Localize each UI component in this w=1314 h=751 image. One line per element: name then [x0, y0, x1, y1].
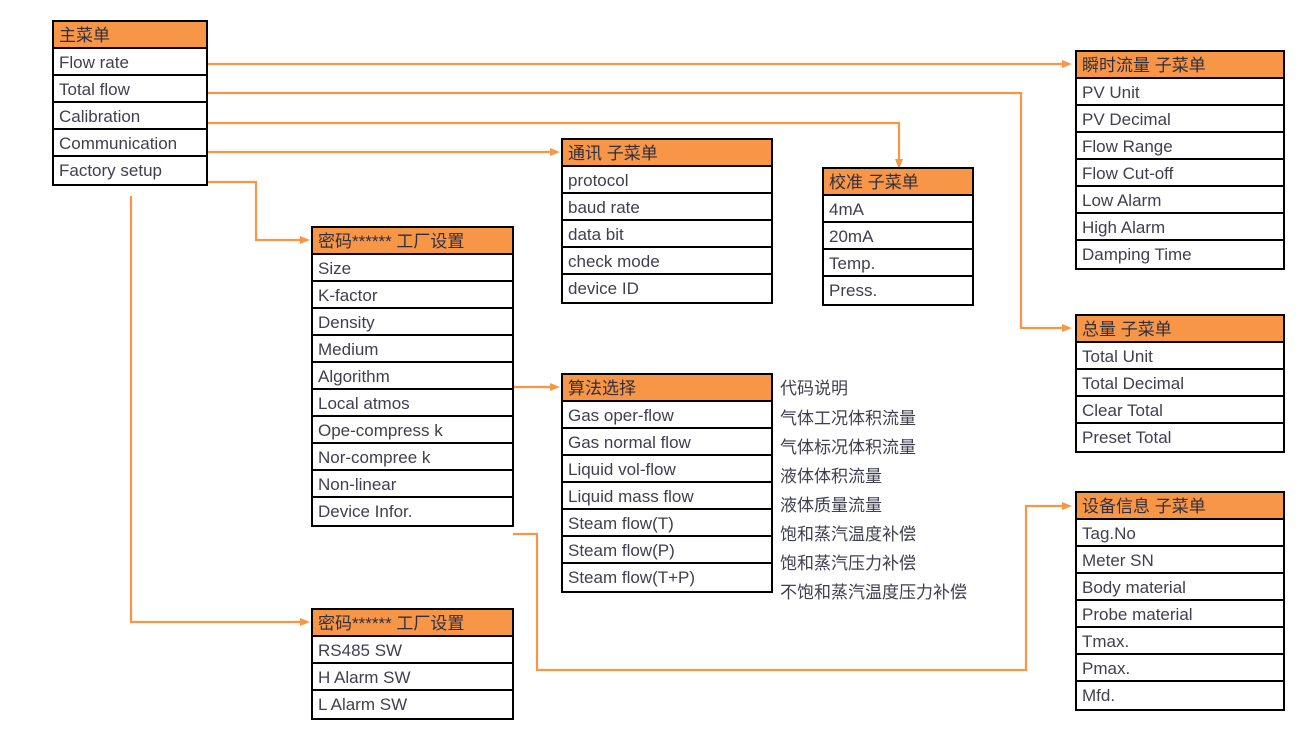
menu-header-main-menu: 主菜单 [54, 22, 206, 49]
algorithm-code-notes: 代码说明 气体工况体积流量 气体标况体积流量 液体体积流量 液体质量流量 饱和蒸… [780, 375, 1040, 607]
menu-item-ope-compress-k[interactable]: Ope-compress k [313, 417, 512, 444]
menu-item-device-infor[interactable]: Device Infor. [313, 498, 512, 525]
menu-item-total-decimal[interactable]: Total Decimal [1077, 370, 1283, 397]
menu-item-gas-oper-flow[interactable]: Gas oper-flow [563, 402, 771, 429]
menu-item-local-atmos[interactable]: Local atmos [313, 390, 512, 417]
wire-factory-setup [208, 180, 310, 244]
menu-item-factory-setup[interactable]: Factory setup [54, 157, 206, 184]
note-header-code-description: 代码说明 [780, 379, 848, 398]
note-steam-flow-t: 饱和蒸汽温度补偿 [780, 525, 916, 544]
menu-item-high-alarm[interactable]: High Alarm [1077, 214, 1283, 241]
menu-item-device-id[interactable]: device ID [563, 275, 771, 302]
menu-box-calibration: 校准 子菜单 4mA 20mA Temp. Press. [822, 167, 974, 306]
menu-item-20ma[interactable]: 20mA [824, 223, 972, 250]
menu-item-mfd[interactable]: Mfd. [1077, 682, 1283, 709]
menu-item-algorithm[interactable]: Algorithm [313, 363, 512, 390]
menu-item-baud-rate[interactable]: baud rate [563, 194, 771, 221]
menu-header-device-info: 设备信息 子菜单 [1077, 493, 1283, 520]
menu-box-device-info: 设备信息 子菜单 Tag.No Meter SN Body material P… [1075, 491, 1285, 711]
menu-item-h-alarm-sw[interactable]: H Alarm SW [313, 664, 512, 691]
menu-item-preset-total[interactable]: Preset Total [1077, 424, 1283, 451]
note-steam-flow-tp: 不饱和蒸汽温度压力补偿 [780, 583, 967, 602]
menu-header-factory-setup: 密码****** 工厂设置 [313, 228, 512, 255]
menu-item-pv-decimal[interactable]: PV Decimal [1077, 106, 1283, 133]
menu-item-clear-total[interactable]: Clear Total [1077, 397, 1283, 424]
menu-item-nor-compree-k[interactable]: Nor-compree k [313, 444, 512, 471]
menu-item-protocol[interactable]: protocol [563, 167, 771, 194]
menu-header-communication: 通讯 子菜单 [563, 140, 771, 167]
menu-box-communication: 通讯 子菜单 protocol baud rate data bit check… [561, 138, 773, 304]
menu-item-check-mode[interactable]: check mode [563, 248, 771, 275]
menu-item-k-factor[interactable]: K-factor [313, 282, 512, 309]
note-steam-flow-p: 饱和蒸汽压力补偿 [780, 554, 916, 573]
menu-item-total-flow[interactable]: Total flow [54, 76, 206, 103]
menu-item-size[interactable]: Size [313, 255, 512, 282]
menu-box-total-flow: 总量 子菜单 Total Unit Total Decimal Clear To… [1075, 314, 1285, 453]
menu-item-density[interactable]: Density [313, 309, 512, 336]
menu-item-meter-sn[interactable]: Meter SN [1077, 547, 1283, 574]
menu-item-data-bit[interactable]: data bit [563, 221, 771, 248]
menu-item-calibration[interactable]: Calibration [54, 103, 206, 130]
menu-box-main-menu: 主菜单 Flow rate Total flow Calibration Com… [52, 20, 208, 186]
menu-item-steam-flow-p[interactable]: Steam flow(P) [563, 537, 771, 564]
menu-item-flow-rate[interactable]: Flow rate [54, 49, 206, 76]
menu-header-total-flow: 总量 子菜单 [1077, 316, 1283, 343]
menu-item-steam-flow-tp[interactable]: Steam flow(T+P) [563, 564, 771, 591]
menu-box-flow-rate: 瞬时流量 子菜单 PV Unit PV Decimal Flow Range F… [1075, 50, 1285, 270]
menu-item-medium[interactable]: Medium [313, 336, 512, 363]
menu-item-4ma[interactable]: 4mA [824, 196, 972, 223]
menu-header-factory-setup-2: 密码****** 工厂设置 [313, 610, 512, 637]
menu-item-pv-unit[interactable]: PV Unit [1077, 79, 1283, 106]
menu-item-gas-normal-flow[interactable]: Gas normal flow [563, 429, 771, 456]
menu-item-non-linear[interactable]: Non-linear [313, 471, 512, 498]
menu-item-communication[interactable]: Communication [54, 130, 206, 157]
wire-factory-setup-2 [129, 196, 310, 626]
menu-item-low-alarm[interactable]: Low Alarm [1077, 187, 1283, 214]
menu-item-flow-range[interactable]: Flow Range [1077, 133, 1283, 160]
menu-item-total-unit[interactable]: Total Unit [1077, 343, 1283, 370]
menu-item-pmax[interactable]: Pmax. [1077, 655, 1283, 682]
wire-calibration [208, 121, 903, 169]
note-liquid-vol-flow: 液体体积流量 [780, 467, 882, 486]
menu-item-flow-cut-off[interactable]: Flow Cut-off [1077, 160, 1283, 187]
menu-item-liquid-vol-flow[interactable]: Liquid vol-flow [563, 456, 771, 483]
note-liquid-mass-flow: 液体质量流量 [780, 496, 882, 515]
menu-header-flow-rate: 瞬时流量 子菜单 [1077, 52, 1283, 79]
menu-item-rs485-sw[interactable]: RS485 SW [313, 637, 512, 664]
menu-item-steam-flow-t[interactable]: Steam flow(T) [563, 510, 771, 537]
menu-box-algorithm: 算法选择 Gas oper-flow Gas normal flow Liqui… [561, 373, 773, 593]
menu-header-calibration: 校准 子菜单 [824, 169, 972, 196]
menu-item-tmax[interactable]: Tmax. [1077, 628, 1283, 655]
menu-item-liquid-mass-flow[interactable]: Liquid mass flow [563, 483, 771, 510]
menu-item-press[interactable]: Press. [824, 277, 972, 304]
menu-item-temp[interactable]: Temp. [824, 250, 972, 277]
menu-item-damping-time[interactable]: Damping Time [1077, 241, 1283, 268]
note-gas-normal-flow: 气体标况体积流量 [780, 438, 916, 457]
menu-item-probe-material[interactable]: Probe material [1077, 601, 1283, 628]
menu-header-algorithm: 算法选择 [563, 375, 771, 402]
menu-item-tag-no[interactable]: Tag.No [1077, 520, 1283, 547]
menu-box-factory-setup: 密码****** 工厂设置 Size K-factor Density Medi… [311, 226, 514, 527]
menu-item-body-material[interactable]: Body material [1077, 574, 1283, 601]
menu-item-l-alarm-sw[interactable]: L Alarm SW [313, 691, 512, 718]
menu-box-factory-setup-2: 密码****** 工厂设置 RS485 SW H Alarm SW L Alar… [311, 608, 514, 720]
note-gas-oper-flow: 气体工况体积流量 [780, 409, 916, 428]
